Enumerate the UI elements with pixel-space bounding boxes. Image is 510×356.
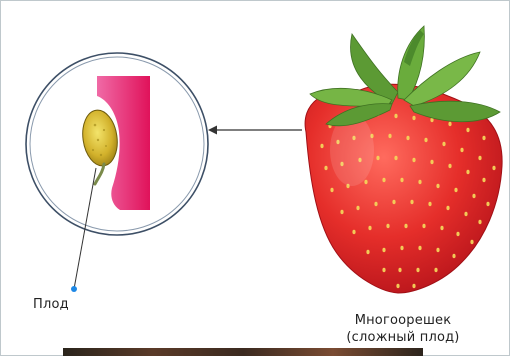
compound-fruit-title: Многоорешек xyxy=(338,312,468,329)
compound-fruit-subtitle: (сложный плод) xyxy=(338,329,468,346)
magnify-arrow-head xyxy=(208,126,217,135)
fruit-pointer-dot xyxy=(71,286,77,292)
strawberry-illustration xyxy=(305,26,502,293)
compound-fruit-label: Многоорешек (сложный плод) xyxy=(338,312,468,346)
bottom-photo-strip xyxy=(63,348,423,356)
fruit-label: Плод xyxy=(33,297,69,312)
magnified-view xyxy=(26,53,208,235)
